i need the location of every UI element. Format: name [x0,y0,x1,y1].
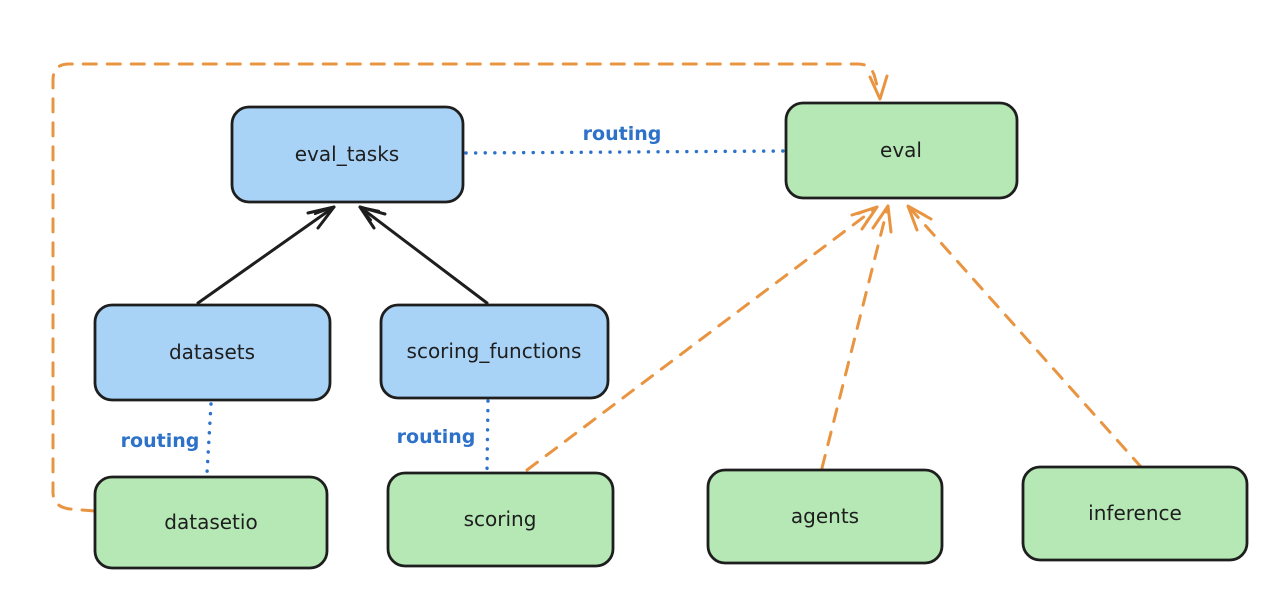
edge-datasetio-to-eval [51,62,889,513]
node-inference-box [1021,465,1249,562]
edge-scoring_functions-to-eval_tasks [358,205,489,305]
edge-eval_tasks-to-eval-line [464,149,785,155]
arrowhead-into-eval-top-inner [871,80,887,101]
edge-scoring-to-eval-line [525,205,879,472]
edge-agents-to-eval [820,204,893,470]
routing-label-eval_tasks-eval: routing [583,123,662,145]
node-datasetio-box [93,475,329,570]
edge-labels: routing routing routing [121,123,662,452]
node-scoring-box [386,471,615,568]
arrowhead-agents-eval-inner [875,204,892,227]
node-datasets-label: datasets [169,340,255,364]
node-datasets-box [93,303,332,402]
arrowhead-inference-eval-inner [906,204,927,225]
node-datasetio-label: datasetio [164,510,257,534]
arrowhead-scoring_functions-eval_tasks-inner [358,205,381,222]
edge-datasets-to-datasetio-line [205,402,213,475]
edge-scoring_functions-to-scoring-line [485,399,490,472]
edges-black [196,205,489,305]
node-eval_tasks-label: eval_tasks [295,142,399,166]
node-eval-box [784,101,1019,200]
edges-blue-routing [205,149,785,475]
edge-inference-to-eval-line [906,204,1144,470]
node-scoring-label: scoring [464,507,537,531]
edge-datasets-to-eval_tasks [196,205,336,305]
edge-scoring_functions-to-eval_tasks-line [358,205,489,305]
arrowhead-datasets-eval_tasks-inner [313,205,336,224]
node-eval_tasks-box [230,105,465,204]
arrowhead-scoring-eval-inner [856,205,879,224]
node-agents-box [706,468,944,565]
node-agents-label: agents [791,504,859,528]
nodes [93,101,1249,570]
edge-agents-to-eval-line [820,204,890,470]
edge-inference-to-eval [906,204,1144,470]
routing-label-scoring_functions-scoring: routing [397,426,476,448]
node-labels: eval_tasks eval datasets scoring_functio… [164,138,1182,534]
routing-label-datasets-datasetio: routing [121,430,200,452]
edge-scoring-to-eval [525,205,879,472]
edges-orange [51,62,1144,513]
edge-datasetio-to-eval-line [51,62,881,513]
node-inference-label: inference [1088,501,1182,525]
node-scoring_functions-box [379,303,610,400]
node-eval-label: eval [880,138,922,162]
node-scoring_functions-label: scoring_functions [407,339,582,363]
edge-datasets-to-eval_tasks-line [196,205,336,305]
